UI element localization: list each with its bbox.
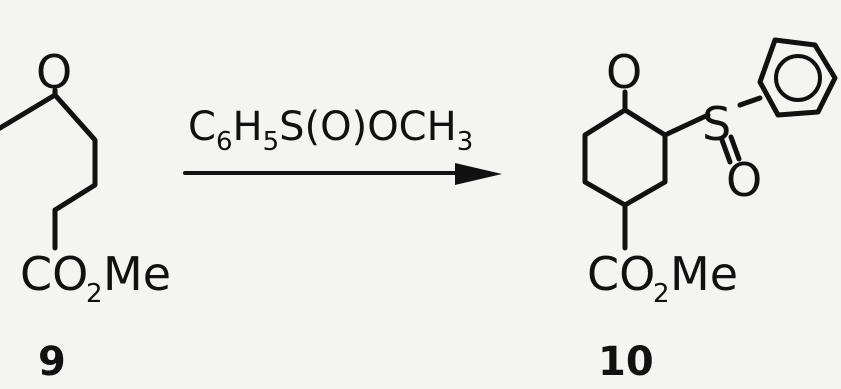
reaction-conditions: C6H5S(O)OCH3 bbox=[183, 104, 502, 185]
product-c-s-bond bbox=[662, 112, 711, 138]
reactant-ester-co: CO bbox=[20, 247, 88, 301]
phenyl-ring bbox=[757, 37, 838, 118]
compound-9: O CO 2 Me 9 bbox=[0, 45, 171, 385]
product-s-o-bond-1 bbox=[719, 137, 733, 165]
reactant-ester-me: Me bbox=[103, 247, 171, 301]
compound-10: O S O CO 2 Me 10 bbox=[582, 37, 838, 385]
reagent-label: C6H5S(O)OCH3 bbox=[188, 104, 473, 157]
reactant-compound-number: 9 bbox=[38, 339, 66, 385]
reactant-ester-subscript: 2 bbox=[86, 279, 103, 309]
product-ester-co: CO bbox=[587, 247, 655, 301]
phenyl-aromatic-circle bbox=[774, 54, 822, 102]
product-s-phenyl-bond bbox=[737, 95, 763, 108]
product-ester-subscript: 2 bbox=[653, 279, 670, 309]
reaction-arrow-head bbox=[455, 163, 502, 185]
product-ketone-oxygen: O bbox=[606, 45, 642, 99]
product-ring bbox=[582, 107, 668, 208]
reactant-ring bbox=[0, 92, 98, 213]
product-sulfinyl-oxygen: O bbox=[726, 153, 762, 207]
product-compound-number: 10 bbox=[598, 339, 654, 385]
product-sulfur: S bbox=[702, 97, 731, 151]
product-ester-me: Me bbox=[670, 247, 738, 301]
product-s-o-bond-2 bbox=[728, 134, 742, 162]
reactant-ketone-oxygen: O bbox=[36, 45, 72, 99]
